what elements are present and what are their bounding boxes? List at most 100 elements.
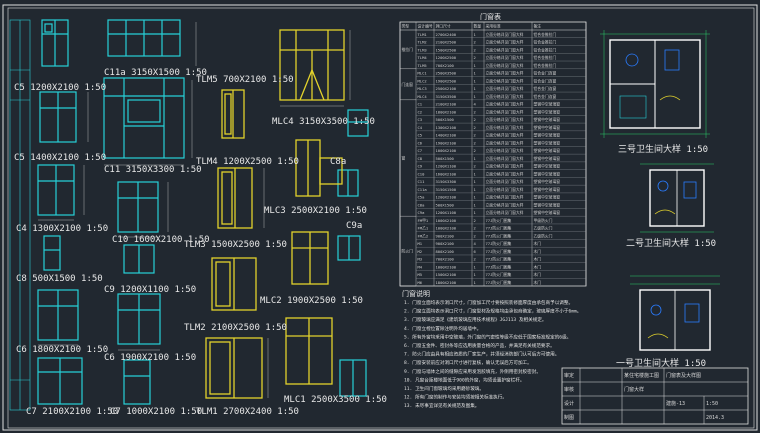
label-C5-top: C5 1200X2100 1:50 [14,83,106,93]
tb-sheet: 门窗大样 [624,386,644,393]
window-C5-elevation [39,91,77,143]
label-C7: C7 1000X2100 1:50 [110,407,202,417]
schedule-header-cell: 数量 [474,24,482,29]
schedule-cell: MLC4 [418,94,428,99]
label-C6: C6 1800X2100 1:50 [16,345,108,355]
schedule-cell: 木门 [534,257,542,262]
window-elevations [37,19,369,405]
schedule-cell: 77J防火门图集 [486,257,512,262]
schedule-cell: TLM3 [418,47,427,52]
door-MLC1-elevation [285,317,333,385]
tb-row-2: 设计 [564,400,574,407]
schedule-cell: 77J防火门图集 [486,280,512,285]
schedule-cell: 木门 [534,264,542,269]
door-MLC4-elevation [279,29,345,101]
schedule-cell: 77J防火门图集 [486,272,512,277]
label-C11: C11 3150X3300 1:50 [104,165,202,175]
schedule-cell: 700X2100 [436,63,455,68]
schedule-cell: 立面分格详见门窗大样 [486,40,524,45]
title-block: 审定 审核 设计 制图 某住宅楼施工图 门窗大样 门窗表及大样图 建施-13 1… [561,367,749,425]
schedule-cell: 立面分格详见门窗大样 [486,47,524,52]
schedule-cell: 77J防火门图集 [486,218,512,223]
plan-1-title: 一号卫生间大样 1:50 [616,357,706,369]
schedule-cell: 立面分格详见门窗大样 [486,164,524,169]
schedule-cell: 塑钢中空玻璃窗 [534,102,561,107]
schedule-group-label: 窗 [402,156,406,161]
window-C5a-elevation [41,19,69,67]
label-MLC1: MLC1 2500X3500 1:50 [284,395,387,405]
schedule-cell: 77J防火门图集 [486,264,512,269]
schedule-cell: 500X1500 [436,117,455,122]
label-MLC4: MLC4 3150X3500 1:50 [272,117,375,127]
schedule-cell: C8 [418,156,423,161]
schedule-cell: 2 [474,257,476,262]
schedule-cell: 1 [474,94,477,99]
schedule-cell: 2 [474,148,476,153]
schedule-cell: 3150X1500 [436,187,457,192]
tb-scale: 1:50 [706,401,718,407]
label-TLM2: TLM2 2100X2500 1:50 [184,323,287,333]
schedule-cell: 2 [474,133,476,138]
schedule-cell: 77J防火门图集 [486,233,512,238]
schedule-cell: 铝合金门连窗 [534,94,557,99]
schedule-cell: 立面分格详见门窗大样 [486,179,524,184]
schedule-cell: 2 [474,233,476,238]
schedule-cell: M2 [418,249,423,254]
schedule-group-label: 防火门 [402,249,414,254]
schedule-cell: 1400X2100 [436,133,457,138]
window-C10-elevation [117,181,159,233]
label-C8: C8 500X1500 1:50 [16,274,103,284]
label-C5: C5 1400X2100 1:50 [14,153,106,163]
schedule-cell: 2700X2400 [436,32,457,37]
schedule-cell: 塑钢中空玻璃窗 [534,164,561,169]
schedule-cell: 立面分格详见门窗大样 [486,94,524,99]
bathroom-plan-2 [640,163,714,233]
binding-strip [9,19,31,411]
schedule-cell: 500X1500 [436,156,455,161]
note-line: 12. 所有门窗的制作与安装均须按相关标准执行。 [404,394,507,401]
schedule-cell: MLC2 [418,78,427,83]
schedule-cell: FM甲1 [418,218,429,223]
schedule-cell: 1000X2100 [436,226,457,231]
schedule-cell: C11a [418,187,427,192]
schedule-cell: 2100X2100 [436,102,457,107]
schedule-cell: 1800X2100 [436,109,457,114]
schedule-cell: C1 [418,102,423,107]
label-C11a: C11a 3150X1500 1:50 [104,68,207,78]
schedule-cell: 1200X1100 [436,164,457,169]
door-MLC2-elevation [291,231,329,285]
schedule-cell: 塑钢中空玻璃窗 [534,125,561,130]
schedule-cell: 2100X2500 [436,40,457,45]
schedule-cell: 铝合金门连窗 [534,71,557,76]
note-line: 3. 门窗玻璃应满足《建筑玻璃应用技术规程》JGJ113 及相关规定。 [404,316,547,323]
schedule-cell: TLM2 [418,40,427,45]
schedule-cell: C9a [418,210,425,215]
schedule-cell: 立面分格详见门窗大样 [486,55,524,60]
schedule-cell: 800X2100 [436,249,455,254]
schedule-header-cell: 类型 [402,24,410,29]
label-MLC2: MLC2 1900X2500 1:50 [260,296,363,306]
schedule-cell: 铝合金推拉门 [534,32,557,37]
window-C9-elevation [123,244,155,274]
notes-title: 门窗说明 [402,289,430,298]
schedule-cell: 77J防火门图集 [486,226,512,231]
schedule-cell: 乙级防火门 [534,226,553,231]
schedule-cell: C5a [418,195,425,200]
schedule-cell: M4 [418,264,423,269]
window-C8-elevation [43,235,61,271]
window-C7b-elevation [37,357,83,405]
tb-date: 2014.3 [706,415,724,421]
schedule-cell: 77J防火门图集 [486,249,512,254]
schedule-cell: 铝合金门连窗 [534,78,557,83]
